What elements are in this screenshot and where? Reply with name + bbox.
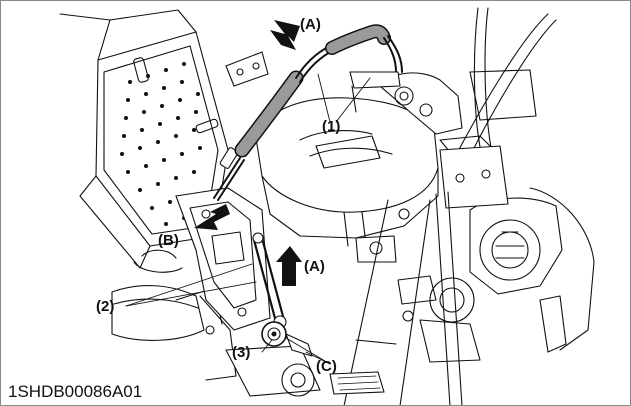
callout-a-mid: (A) [304, 258, 325, 275]
arrow-b [194, 204, 230, 230]
callout-a-top: (A) [300, 16, 321, 33]
lever-guide-panel [175, 187, 271, 331]
arrow-a-top [270, 20, 300, 50]
rops-frame [343, 7, 557, 406]
leader-lines [125, 73, 371, 365]
callout-1: (1) [322, 118, 341, 135]
callout-2: (2) [96, 298, 115, 315]
rod-2 [252, 232, 287, 329]
callout-c: (C) [316, 358, 337, 375]
mounting-bracket [225, 51, 269, 87]
arrow-a-mid [276, 246, 302, 286]
lower-frame [111, 249, 397, 397]
engine-housing [255, 97, 439, 263]
lever-1 [213, 24, 403, 201]
callout-3: (3) [232, 344, 251, 361]
figure-id: 1SHDB00086A01 [8, 382, 143, 401]
callout-b: (B) [158, 232, 179, 249]
knob-3 [261, 321, 313, 357]
